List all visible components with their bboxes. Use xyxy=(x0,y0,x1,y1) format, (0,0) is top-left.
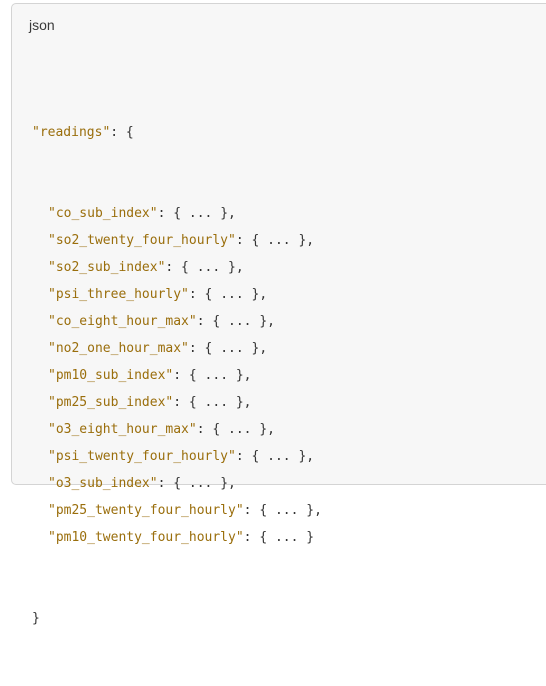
code-line-entry: "so2_sub_index": { ... }, xyxy=(32,254,322,281)
code-line-entry: "co_sub_index": { ... }, xyxy=(32,200,322,227)
entry-value: : { ... }, xyxy=(157,476,236,491)
code-line-open: "readings": { xyxy=(32,119,322,146)
code-block: json "readings": { "co_sub_index": { ...… xyxy=(11,3,546,626)
code-line-entry: "psi_twenty_four_hourly": { ... }, xyxy=(32,443,322,470)
code-line-entry: "o3_sub_index": { ... }, xyxy=(32,470,322,497)
close-brace: } xyxy=(32,611,40,626)
open-brace: : { xyxy=(110,125,134,140)
code-line-entry: "no2_one_hour_max": { ... }, xyxy=(32,335,322,362)
entry-value: : { ... }, xyxy=(173,368,252,383)
entry-value: : { ... }, xyxy=(165,260,244,275)
code-line-entry: "pm25_twenty_four_hourly": { ... }, xyxy=(32,497,322,524)
entry-value: : { ... } xyxy=(243,530,315,545)
code-line-close: } xyxy=(32,605,322,632)
code-content: "readings": { "co_sub_index": { ... },"s… xyxy=(32,65,322,686)
entry-key: "co_sub_index" xyxy=(48,206,158,221)
entry-value: : { ... }, xyxy=(173,395,252,410)
entry-value: : { ... }, xyxy=(188,287,268,302)
entry-key: "o3_eight_hour_max" xyxy=(48,422,197,437)
entry-value: : { ... }, xyxy=(196,314,275,329)
entry-key: "so2_twenty_four_hourly" xyxy=(48,233,236,248)
entry-key: "so2_sub_index" xyxy=(48,260,166,275)
code-line-entry: "pm10_sub_index": { ... }, xyxy=(32,362,322,389)
entry-key: "no2_one_hour_max" xyxy=(48,341,189,356)
entry-value: : { ... }, xyxy=(235,449,315,464)
root-key: "readings" xyxy=(32,125,111,140)
code-line-entry: "co_eight_hour_max": { ... }, xyxy=(32,308,322,335)
entry-key: "pm25_sub_index" xyxy=(48,395,174,410)
entry-value: : { ... }, xyxy=(196,422,275,437)
entry-key: "pm10_sub_index" xyxy=(48,368,174,383)
code-line-entry: "so2_twenty_four_hourly": { ... }, xyxy=(32,227,322,254)
entry-key: "pm25_twenty_four_hourly" xyxy=(48,503,244,518)
entry-value: : { ... }, xyxy=(188,341,268,356)
code-line-entry: "pm10_twenty_four_hourly": { ... } xyxy=(32,524,322,551)
code-line-entry: "psi_three_hourly": { ... }, xyxy=(32,281,322,308)
code-language-label: json xyxy=(29,17,55,33)
entry-key: "co_eight_hour_max" xyxy=(48,314,197,329)
entry-key: "psi_three_hourly" xyxy=(48,287,189,302)
entry-value: : { ... }, xyxy=(157,206,236,221)
entry-list: "co_sub_index": { ... },"so2_twenty_four… xyxy=(32,200,322,551)
entry-key: "pm10_twenty_four_hourly" xyxy=(48,530,244,545)
code-line-entry: "o3_eight_hour_max": { ... }, xyxy=(32,416,322,443)
entry-value: : { ... }, xyxy=(235,233,315,248)
entry-key: "o3_sub_index" xyxy=(48,476,158,491)
code-line-entry: "pm25_sub_index": { ... }, xyxy=(32,389,322,416)
entry-value: : { ... }, xyxy=(243,503,322,518)
entry-key: "psi_twenty_four_hourly" xyxy=(48,449,236,464)
